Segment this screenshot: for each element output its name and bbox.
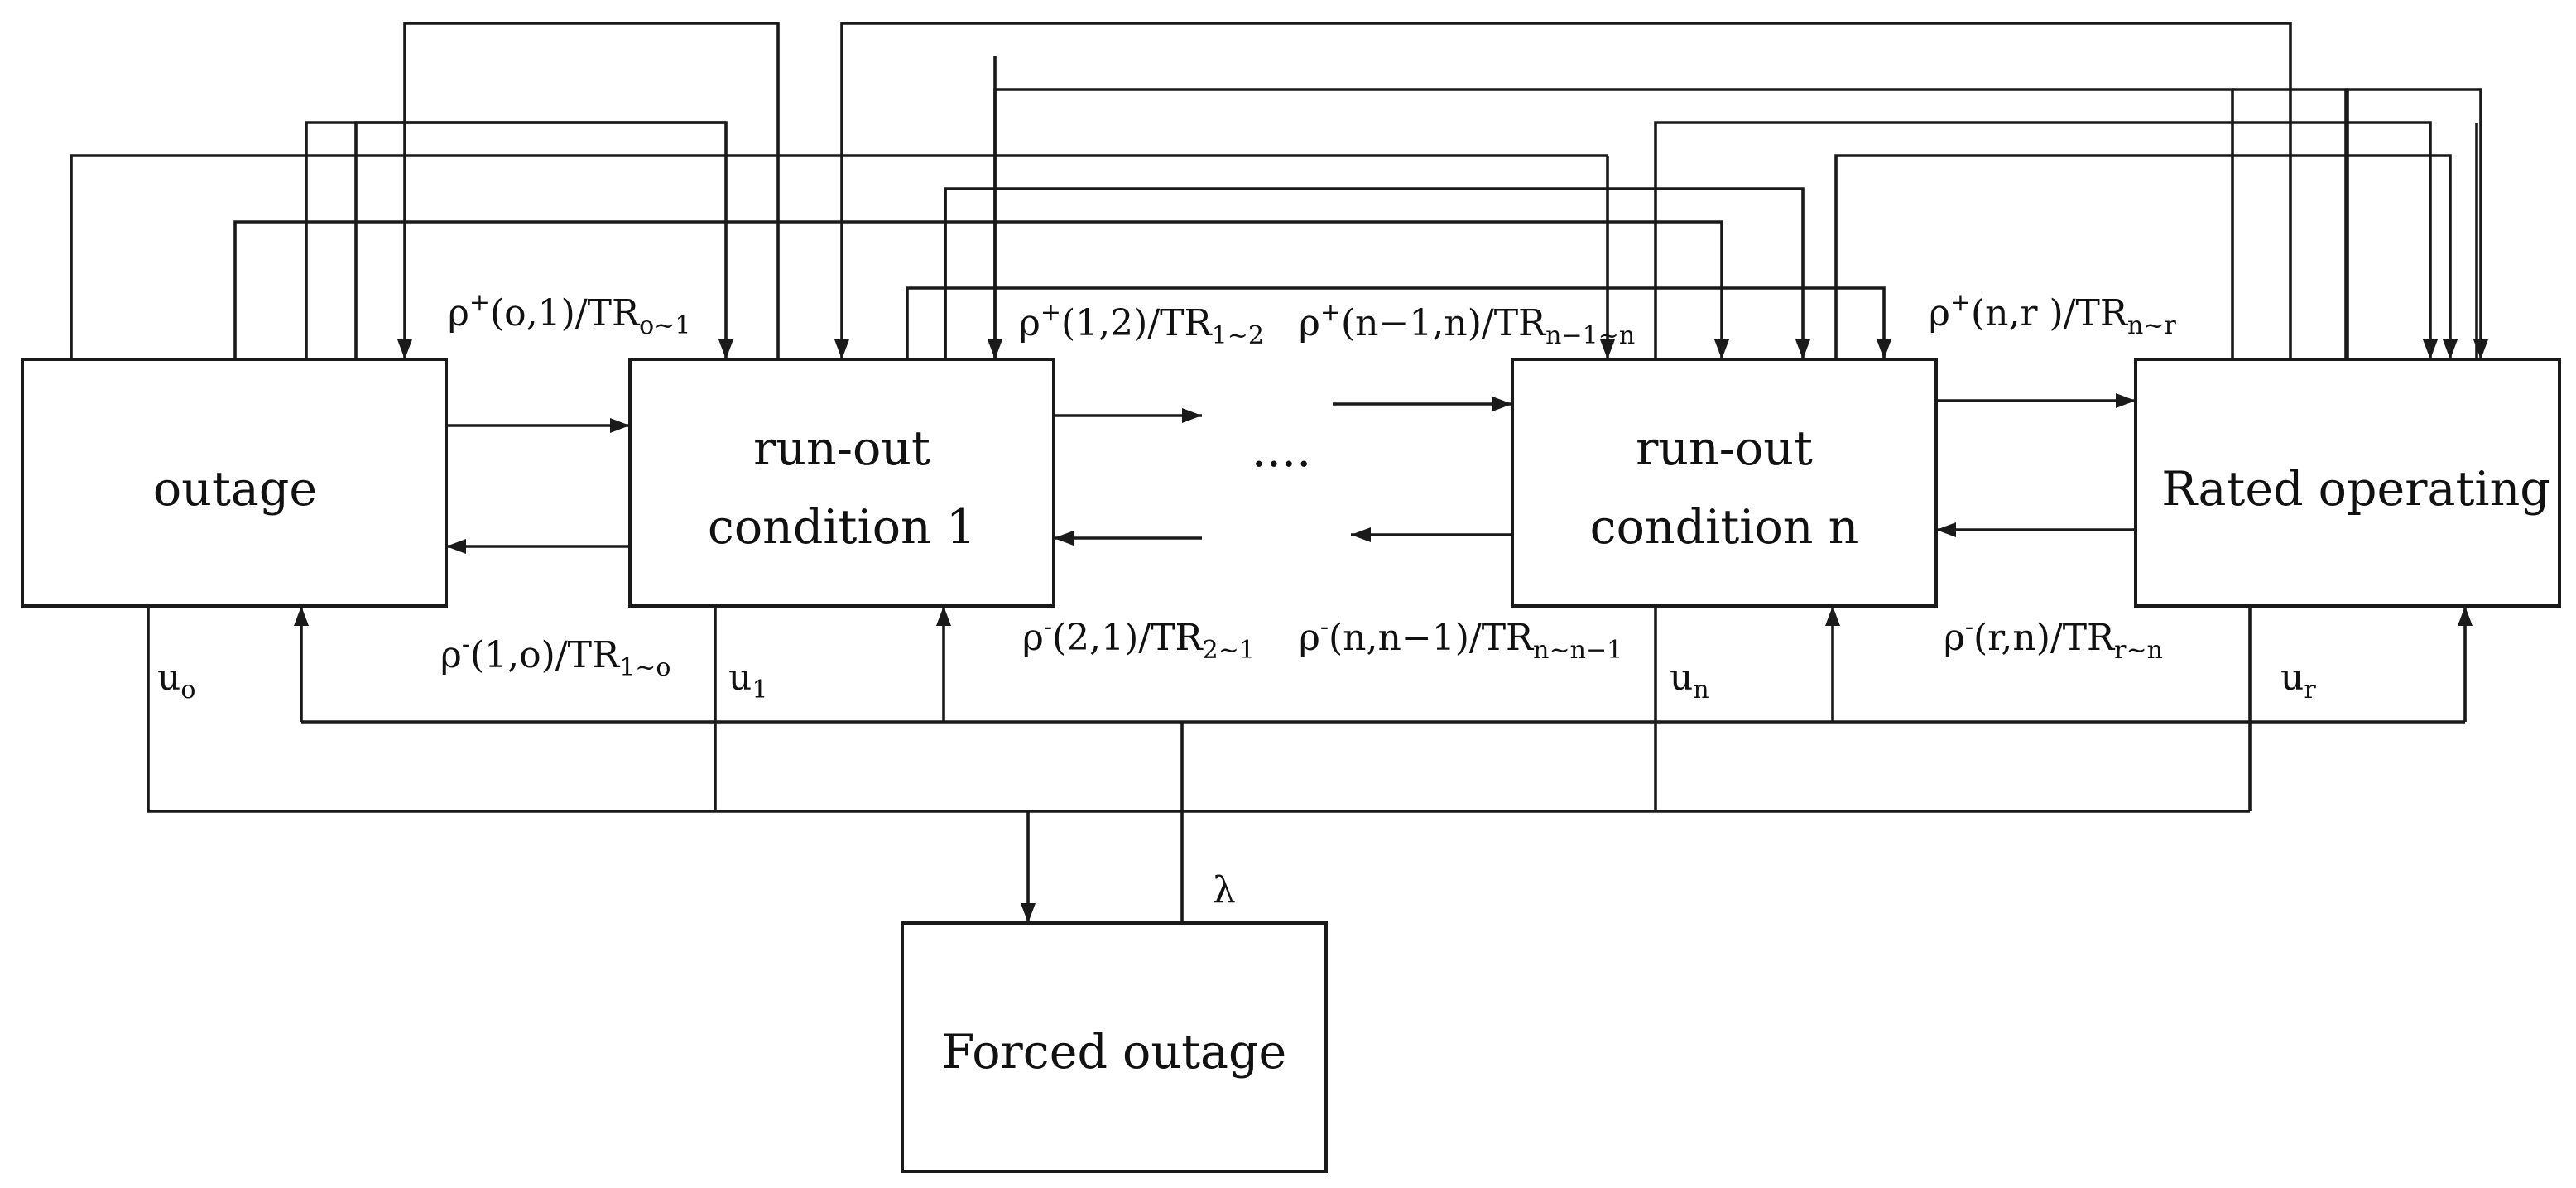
state-condition-1-label-line1: run-out [753,421,930,476]
arrow-c1-to-ellipsis-arrowhead [1182,408,1202,423]
arrow-ellipsis-to-cn-arrowhead [1492,397,1512,411]
arrow-cn-to-rated-arrowhead [2116,393,2136,408]
route-failure-bus [147,606,2250,813]
label-rho-plus-1-2: ρ+(1,2)/TR1~2 [1019,298,1264,350]
route-rated-to-c1-b [993,88,2234,359]
route-rated-to-c1 [840,22,2292,359]
state-condition-n: run-out condition n [1511,358,1938,608]
state-forced-outage-label: Forced outage [942,1025,1286,1080]
route-repair-to-c1-arrowhead [936,606,951,626]
arrow-outage-to-c1-arrowhead [610,418,630,433]
route-to-forced-outage-arrowhead [1021,903,1036,923]
ellipsis-intermediate-states: .... [1252,423,1311,478]
arrow-c1-to-outage-arrowhead [446,539,466,554]
label-u-o: uo [157,657,195,705]
state-rated-operating-label: Rated operating [2161,462,2550,517]
route-rated-top [2232,88,2348,359]
label-rho-minus-r-n: ρ-(r,n)/TRr~n [1944,613,2163,665]
route-repair-to-rated-arrowhead [2458,606,2473,626]
label-lambda: λ [1213,869,1236,911]
label-rho-plus-n-r: ρ+(n,r )/TRn~r [1929,288,2176,340]
route-c1-to-outage-arrowhead [397,339,412,359]
route-cn-to-rated [1654,121,2432,359]
state-condition-n-label-line2: condition n [1590,500,1859,555]
arrow-cn-to-ellipsis-arrowhead [1351,527,1371,542]
route-outage-to-c1-b [354,121,726,359]
state-outage-label: outage [153,462,317,517]
state-condition-1: run-out condition 1 [628,358,1055,608]
arrow-rated-to-cn-arrowhead [1936,522,1956,537]
route-outage-to-cn-b-arrowhead [1714,339,1729,359]
route-c1-to-outage [403,22,780,359]
route-outage-top [70,154,1608,359]
label-rho-minus-2-1: ρ-(2,1)/TR2~1 [1022,613,1255,665]
state-condition-1-label-line2: condition 1 [708,500,976,555]
route-cn-to-rated-b [1834,154,2452,359]
state-rated-operating: Rated operating [2134,358,2561,608]
route-rated-self [2346,88,2482,359]
label-rho-minus-n-n-1: ρ-(n,n−1)/TRn~n−1 [1299,613,1622,665]
route-rated-to-c1-arrowhead [834,339,849,359]
route-cn-to-rated-arrowhead [2423,339,2438,359]
state-forced-outage: Forced outage [901,921,1328,1173]
label-u-r: ur [2280,657,2316,705]
label-rho-minus-1-o: ρ-(1,o)/TR1~o [440,630,670,682]
arrow-ellipsis-to-c1-arrowhead [1054,531,1074,546]
label-u-1: u1 [728,657,767,705]
route-outage-to-c1-arrowhead [718,339,733,359]
state-condition-n-label-line1: run-out [1636,421,1813,476]
route-repair-to-cn-arrowhead [1825,606,1840,626]
route-outage-to-cn-b [233,220,1723,359]
label-rho-plus-n-1-n: ρ+(n−1,n)/TRn−1~n [1299,298,1635,350]
route-rated-to-c1-b-arrowhead [988,339,1002,359]
route-c1-to-cn-arrowhead [1795,339,1810,359]
label-rho-plus-o-1: ρ+(o,1)/TRo~1 [448,288,690,340]
connector-lines [70,22,2488,923]
route-repair-to-outage-arrowhead [294,606,309,626]
route-c1-to-cn-b [906,286,1886,359]
route-c1-to-cn-b-arrowhead [1877,339,1891,359]
label-u-n: un [1670,657,1709,705]
state-outage: outage [21,358,448,608]
route-cn-to-rated-b-arrowhead [2443,339,2458,359]
route-outage-to-cn-arrowhead [1600,339,1615,359]
